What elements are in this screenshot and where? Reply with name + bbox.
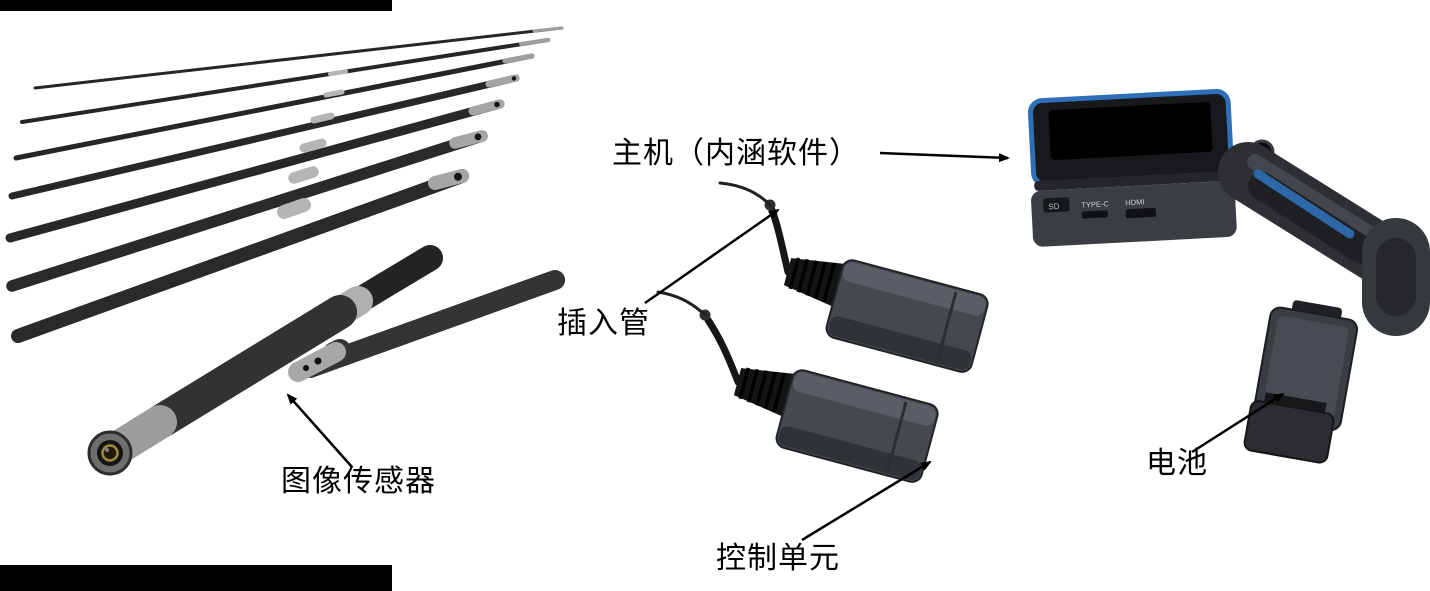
cable-gland xyxy=(733,368,794,417)
label-main-unit: 主机（内涵软件） xyxy=(612,137,860,170)
arrow-insertion-tube xyxy=(644,208,780,305)
type-c-marking: TYPE-C xyxy=(1081,199,1110,209)
label-control-unit: 控制单元 xyxy=(716,542,840,575)
control-unit-upper-illustration xyxy=(783,257,989,373)
control-unit-lower-illustration xyxy=(733,367,939,483)
label-image-sensor: 图像传感器 xyxy=(281,465,436,498)
probe-lens-ring xyxy=(101,444,119,462)
redaction-bar-bottom xyxy=(0,565,392,591)
sensor-led-dot xyxy=(303,365,309,371)
sd-marking: SD xyxy=(1048,202,1060,212)
arrow-image-sensor xyxy=(286,393,353,468)
label-insertion-tube: 插入管 xyxy=(557,307,650,340)
main-unit-screen xyxy=(1048,101,1213,160)
annotation-arrows xyxy=(286,151,1285,542)
sensor-lens-dot xyxy=(314,357,322,365)
handle-blue-accent xyxy=(1253,169,1355,239)
redaction-bar-top xyxy=(0,0,392,11)
label-battery: 电池 xyxy=(1146,447,1208,480)
large-probe-illustration xyxy=(87,245,443,476)
main-unit-hinge xyxy=(1034,170,1233,191)
arrow-battery xyxy=(1191,392,1285,454)
type-c-port xyxy=(1081,210,1108,219)
control-unit-lower-cable xyxy=(656,290,742,386)
medium-probe-illustration xyxy=(288,270,565,382)
handle-grip xyxy=(1248,172,1376,264)
sd-slot xyxy=(1043,197,1070,213)
insertion-tubes-illustration xyxy=(5,26,564,343)
arrow-main-unit xyxy=(879,151,1010,163)
hdmi-port xyxy=(1125,207,1156,219)
arrow-control-unit xyxy=(801,460,932,542)
cable-gland xyxy=(783,258,844,307)
main-unit-illustration: SD TYPE-C HDMI xyxy=(1027,88,1430,336)
hdmi-marking: HDMI xyxy=(1125,197,1145,207)
